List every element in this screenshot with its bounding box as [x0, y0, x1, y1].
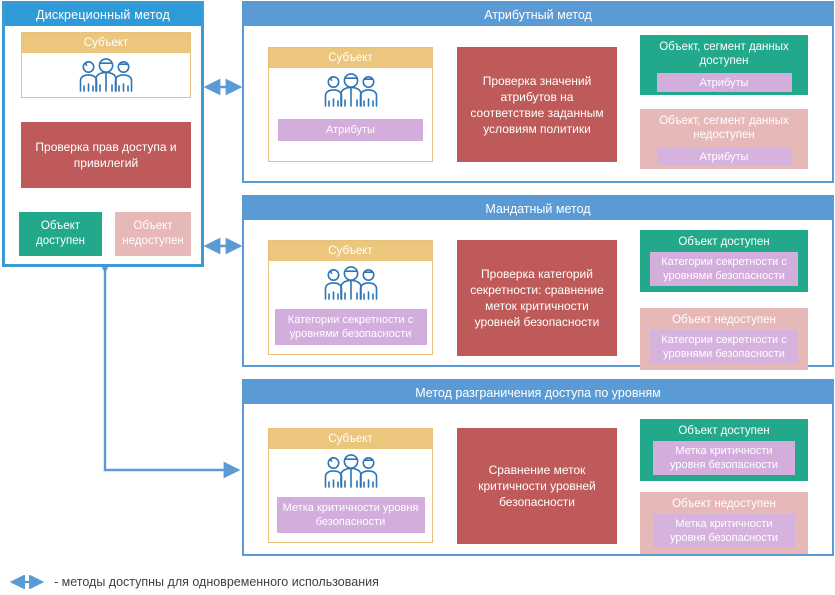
result-allowed-caption: Объект доступен: [678, 236, 770, 248]
process-box-discretionary[interactable]: Проверка прав доступа и привилегий: [21, 122, 191, 188]
legend: - методы доступны для одновременного исп…: [6, 572, 506, 592]
subject-label: Субъект: [22, 33, 190, 53]
result-denied-attribute[interactable]: Объект, сегмент данных недоступен Атрибу…: [640, 109, 808, 169]
subject-label: Субъект: [269, 241, 432, 261]
subject-body: Атрибуты: [269, 68, 432, 161]
three-people-icon: [324, 454, 377, 488]
process-box-mandatory[interactable]: Проверка категорий секретности: сравнени…: [457, 240, 617, 356]
subject-card-level[interactable]: Субъект Метка критичности уровня безопас…: [268, 428, 433, 543]
legend-text: - методы доступны для одновременного исп…: [54, 575, 379, 589]
result-allowed-attribute[interactable]: Объект, сегмент данных доступен Атрибуты: [640, 35, 808, 95]
three-people-icon: [79, 58, 133, 92]
subject-label: Субъект: [269, 48, 432, 68]
result-denied-level[interactable]: Объект недоступен Метка критичности уров…: [640, 492, 808, 554]
subject-tag-mandatory[interactable]: Категории секретности с уровнями безопас…: [274, 309, 427, 345]
subject-label: Субъект: [269, 429, 432, 449]
three-people-icon: [324, 266, 377, 300]
result-denied-caption: Объект недоступен: [672, 314, 776, 326]
three-people-icon: [324, 73, 377, 107]
result-allowed-discretionary[interactable]: Объект доступен: [19, 212, 102, 256]
subject-card-attribute[interactable]: Субъект Атрибуты: [268, 47, 433, 162]
result-denied-tag[interactable]: Категории секретности с уровнями безопас…: [650, 330, 798, 364]
panel-mandatory-method[interactable]: Мандатный метод Субъект Категории секрет…: [242, 195, 834, 370]
subject-tag-attribute[interactable]: Атрибуты: [278, 119, 423, 141]
result-denied-caption: Объект, сегмент данных недоступен: [659, 115, 789, 141]
result-allowed-level[interactable]: Объект доступен Метка критичности уровня…: [640, 419, 808, 481]
subject-body: Метка критичности уровня безопасности: [269, 449, 432, 542]
subject-body: [22, 53, 190, 97]
result-allowed-mandatory[interactable]: Объект доступен Категории секретности с …: [640, 230, 808, 292]
subject-card-discretionary[interactable]: Субъект: [21, 32, 191, 98]
panel-mandatory-title: Мандатный метод: [244, 197, 832, 220]
panel-discretionary-title: Дискреционный метод: [5, 4, 201, 26]
result-allowed-caption: Объект, сегмент данных доступен: [659, 41, 789, 67]
panel-level-title: Метод разграничения доступа по уровням: [244, 381, 832, 404]
result-denied-tag[interactable]: Метка критичности уровня безопасности: [653, 514, 795, 548]
panel-attribute-title: Атрибутный метод: [244, 3, 832, 26]
panel-discretionary-method[interactable]: Дискреционный метод Субъект: [2, 1, 204, 267]
process-box-level[interactable]: Сравнение меток критичности уровней безо…: [457, 428, 617, 544]
result-allowed-tag[interactable]: Атрибуты: [656, 73, 792, 92]
result-allowed-caption: Объект доступен: [678, 425, 770, 437]
panel-level-method[interactable]: Метод разграничения доступа по уровням С…: [242, 379, 834, 556]
result-allowed-tag[interactable]: Метка критичности уровня безопасности: [653, 441, 795, 475]
double-arrow-icon: [9, 575, 45, 589]
process-box-attribute[interactable]: Проверка значений атрибутов на соответст…: [457, 47, 617, 162]
result-denied-mandatory[interactable]: Объект недоступен Категории секретности …: [640, 308, 808, 370]
panel-attribute-method[interactable]: Атрибутный метод Субъект Атрибуты: [242, 1, 834, 183]
subject-tag-level[interactable]: Метка критичности уровня безопасности: [276, 497, 425, 533]
subject-body: Категории секретности с уровнями безопас…: [269, 261, 432, 354]
result-denied-tag[interactable]: Атрибуты: [656, 147, 792, 166]
result-allowed-tag[interactable]: Категории секретности с уровнями безопас…: [650, 252, 798, 286]
result-denied-discretionary[interactable]: Объект недоступен: [115, 212, 191, 256]
result-denied-caption: Объект недоступен: [672, 498, 776, 510]
subject-card-mandatory[interactable]: Субъект Категории секретности с уровнями…: [268, 240, 433, 355]
